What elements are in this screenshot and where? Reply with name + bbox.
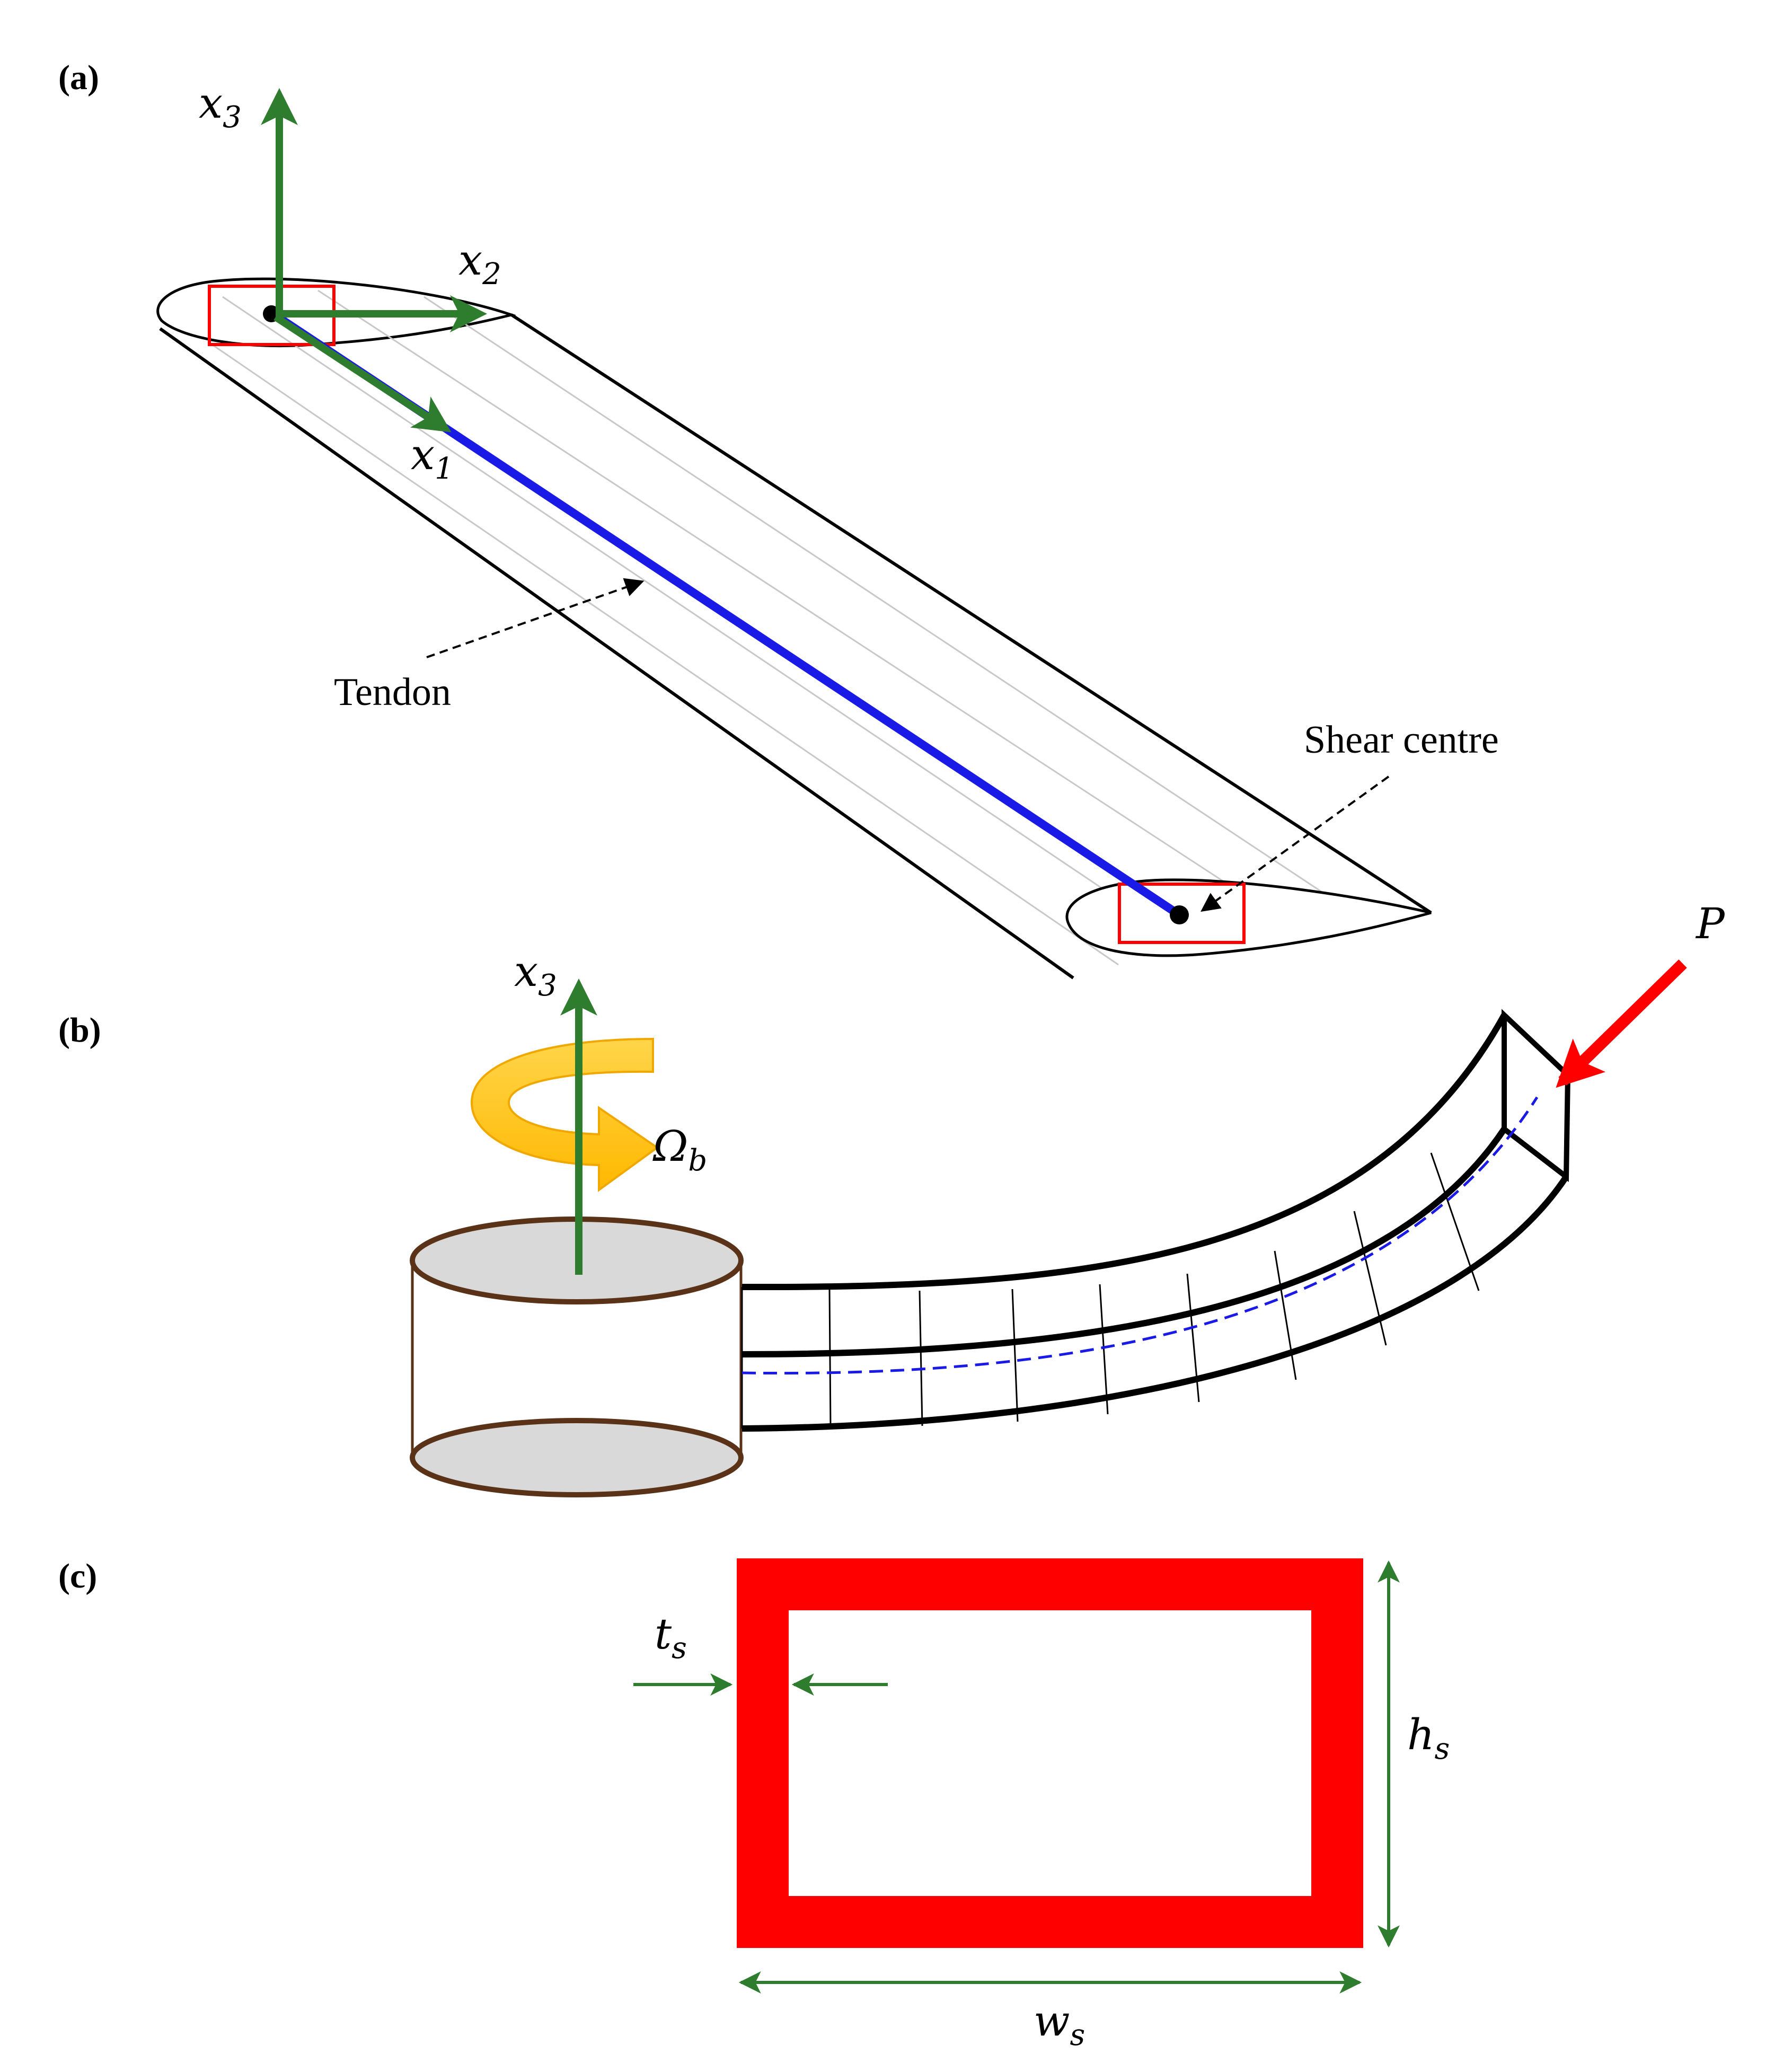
- blade-tip-section: [1502, 1009, 1571, 1183]
- blade-body: [156, 277, 1432, 980]
- rotation-arrow-body: [470, 1037, 659, 1192]
- shear-centre-line: [742, 1096, 1539, 1375]
- panel-a-label: (a): [58, 58, 99, 97]
- width-label: ws: [1034, 1996, 1085, 2052]
- guide-line: [317, 289, 1246, 897]
- hub-x3-axis-label: x3: [514, 947, 557, 1003]
- panel-c: (c) ts hs ws: [58, 1557, 1450, 2052]
- x2-axis-label: x2: [458, 235, 501, 292]
- thickness-label: ts: [655, 1609, 687, 1665]
- tendon-pointer: [426, 578, 645, 658]
- tip-shear-centre-dot: [1170, 905, 1189, 924]
- panel-a: (a) x3 x2: [58, 58, 1499, 980]
- panel-b: (b): [58, 899, 1725, 1497]
- axis-triad-a: [261, 88, 487, 433]
- leading-edge-line: [159, 327, 1074, 980]
- load-arrow: [1556, 959, 1687, 1088]
- blade-middle-edge: [742, 1127, 1507, 1357]
- x1-axis-label: x1: [411, 430, 454, 486]
- x1-axis-arrow: [273, 314, 452, 433]
- guide-line: [211, 343, 1119, 966]
- blade-ribs: [741, 1152, 1480, 1429]
- guide-line: [423, 296, 1336, 902]
- panel-b-label: (b): [58, 1011, 101, 1050]
- root-airfoil: [156, 277, 516, 348]
- panel-c-label: (c): [58, 1557, 97, 1595]
- trailing-edge-line: [510, 313, 1432, 914]
- curved-blade: [741, 1009, 1571, 1432]
- rotation-label: Ωb: [652, 1122, 707, 1178]
- hub-bottom: [410, 1418, 744, 1497]
- tip-section-box: [1118, 883, 1246, 944]
- load-label: P: [1695, 899, 1725, 948]
- guide-line: [222, 296, 1129, 907]
- x3-axis-label: x3: [199, 78, 242, 135]
- blade-top-edge: [742, 1013, 1507, 1291]
- rotation-arrow: [470, 1037, 659, 1192]
- box-section: [737, 1558, 1363, 1948]
- shear-centre-label: Shear centre: [1304, 718, 1499, 762]
- tendon-label: Tendon: [334, 671, 451, 714]
- tip-airfoil: [1065, 878, 1432, 957]
- blade-bottom-edge: [742, 1175, 1569, 1432]
- height-label: hs: [1407, 1710, 1450, 1766]
- shear-centre-pointer: [1201, 775, 1390, 912]
